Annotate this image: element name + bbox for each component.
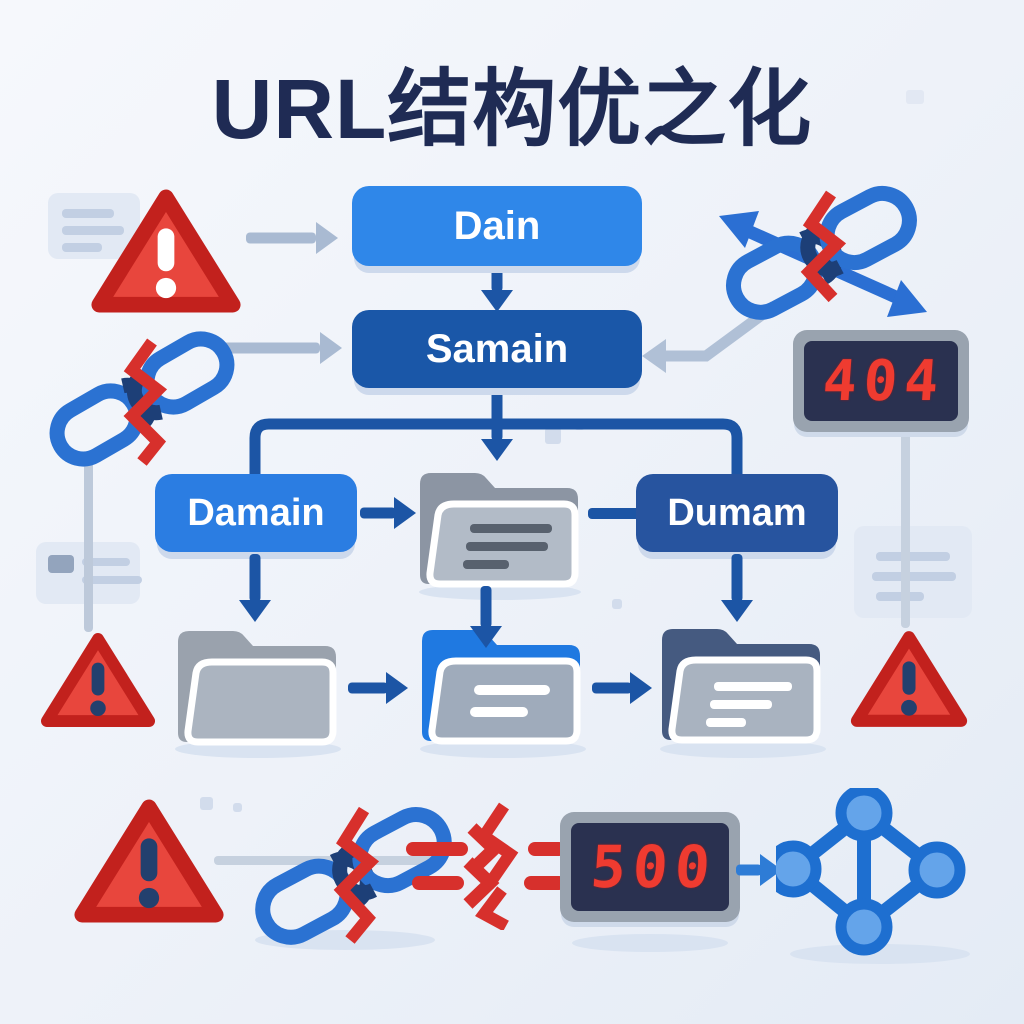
arrow-folder2-to-folder3 [592, 672, 652, 704]
arrow-dain-to-samain [481, 266, 513, 312]
arrow-folder1-to-folder2 [348, 672, 408, 704]
shadow [419, 584, 581, 600]
connector-line-right [901, 428, 910, 628]
arrow-dumam-down [721, 554, 753, 622]
folder-icon [178, 631, 337, 746]
arrow-folder-down [470, 586, 502, 648]
flow-node-top: Dain [352, 186, 642, 266]
gray-bent-arrow-left [642, 301, 778, 373]
deco-square [906, 90, 924, 104]
faded-document-card [854, 526, 972, 618]
deco-square [545, 428, 561, 444]
deco-square [612, 599, 622, 609]
folder-icon [420, 473, 579, 588]
error-code-500: 500 [588, 833, 719, 901]
folder-icon [422, 630, 581, 745]
arrow-damain-to-folder [360, 497, 416, 529]
gray-arrow-right [246, 222, 338, 254]
connector-line-left [84, 460, 93, 632]
broken-chain-crossed-arrows-icon [719, 185, 927, 320]
broken-chain-icon [255, 806, 452, 945]
network-icon [776, 788, 966, 956]
arrow-samain-down [481, 389, 513, 461]
error-code-404: 404 [821, 348, 948, 414]
led-screen: 404 [804, 341, 958, 421]
warning-icon [74, 799, 224, 923]
page-title: URL结构优之化 [211, 62, 813, 156]
flow-node-top-label: Dain [453, 203, 541, 248]
warning-icon [850, 631, 968, 727]
error-display-500: 500 [560, 812, 740, 922]
flow-node-left-label: Damain [187, 491, 325, 534]
folder-icon [662, 629, 821, 744]
led-screen: 500 [571, 823, 729, 911]
arrow-damain-down [239, 554, 271, 622]
deco-square [200, 797, 213, 810]
faded-document-card [48, 193, 140, 259]
error-display-404: 404 [793, 330, 969, 432]
shadow [660, 740, 826, 758]
flow-node-right-label: Dumam [667, 491, 807, 534]
broken-red-arrows-icon [406, 802, 566, 930]
deco-square [233, 803, 242, 812]
flow-node-left: Damain [155, 474, 357, 552]
line-folder-to-dumam [588, 508, 640, 519]
flow-node-mid-label: Samain [425, 326, 569, 371]
flow-node-right: Dumam [636, 474, 838, 552]
gray-arrow-right [222, 332, 342, 364]
warning-icon [40, 633, 156, 727]
shadow [572, 934, 728, 952]
flow-node-mid: Samain [352, 310, 642, 388]
shadow [790, 944, 970, 964]
warning-icon [91, 189, 241, 313]
broken-chain-icon [49, 331, 235, 467]
